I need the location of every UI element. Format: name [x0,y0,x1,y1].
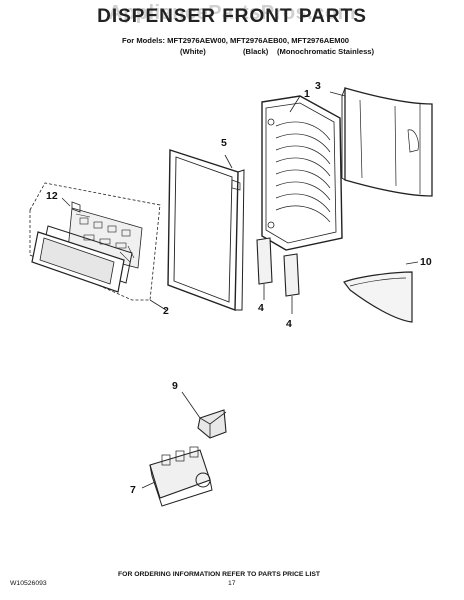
ordering-info: FOR ORDERING INFORMATION REFER TO PARTS … [118,571,321,578]
callout-12: 12 [46,190,58,202]
part-drip-tray [343,261,419,323]
variant-white: (White) [180,47,206,56]
callout-7: 7 [130,484,136,496]
callout-4-right: 4 [286,318,292,330]
callout-9: 9 [172,380,178,392]
callout-3: 3 [315,80,321,92]
part-lever [181,391,227,439]
part-frame [167,149,245,312]
models-line: For Models: MFT2976AEW00, MFT2976AEB00, … [122,36,350,45]
page-number: 17 [228,580,236,587]
document-number: W10526093 [10,580,47,587]
variant-stainless: (Monochromatic Stainless) [277,47,375,56]
variant-black: (Black) [243,47,269,56]
callout-1: 1 [304,88,310,100]
callout-2: 2 [163,305,169,317]
part-control-panel-assembly [29,182,167,311]
part-pads [256,237,300,314]
watermark: AppliancePartsPros.com [108,2,356,24]
callout-4-left: 4 [258,302,264,314]
page-title: DISPENSER FRONT PARTS [97,6,367,27]
callout-5: 5 [221,137,227,149]
part-actuator [141,446,213,507]
part-chute-cover [329,87,433,197]
callout-10: 10 [420,256,432,268]
part-housing [261,95,343,251]
